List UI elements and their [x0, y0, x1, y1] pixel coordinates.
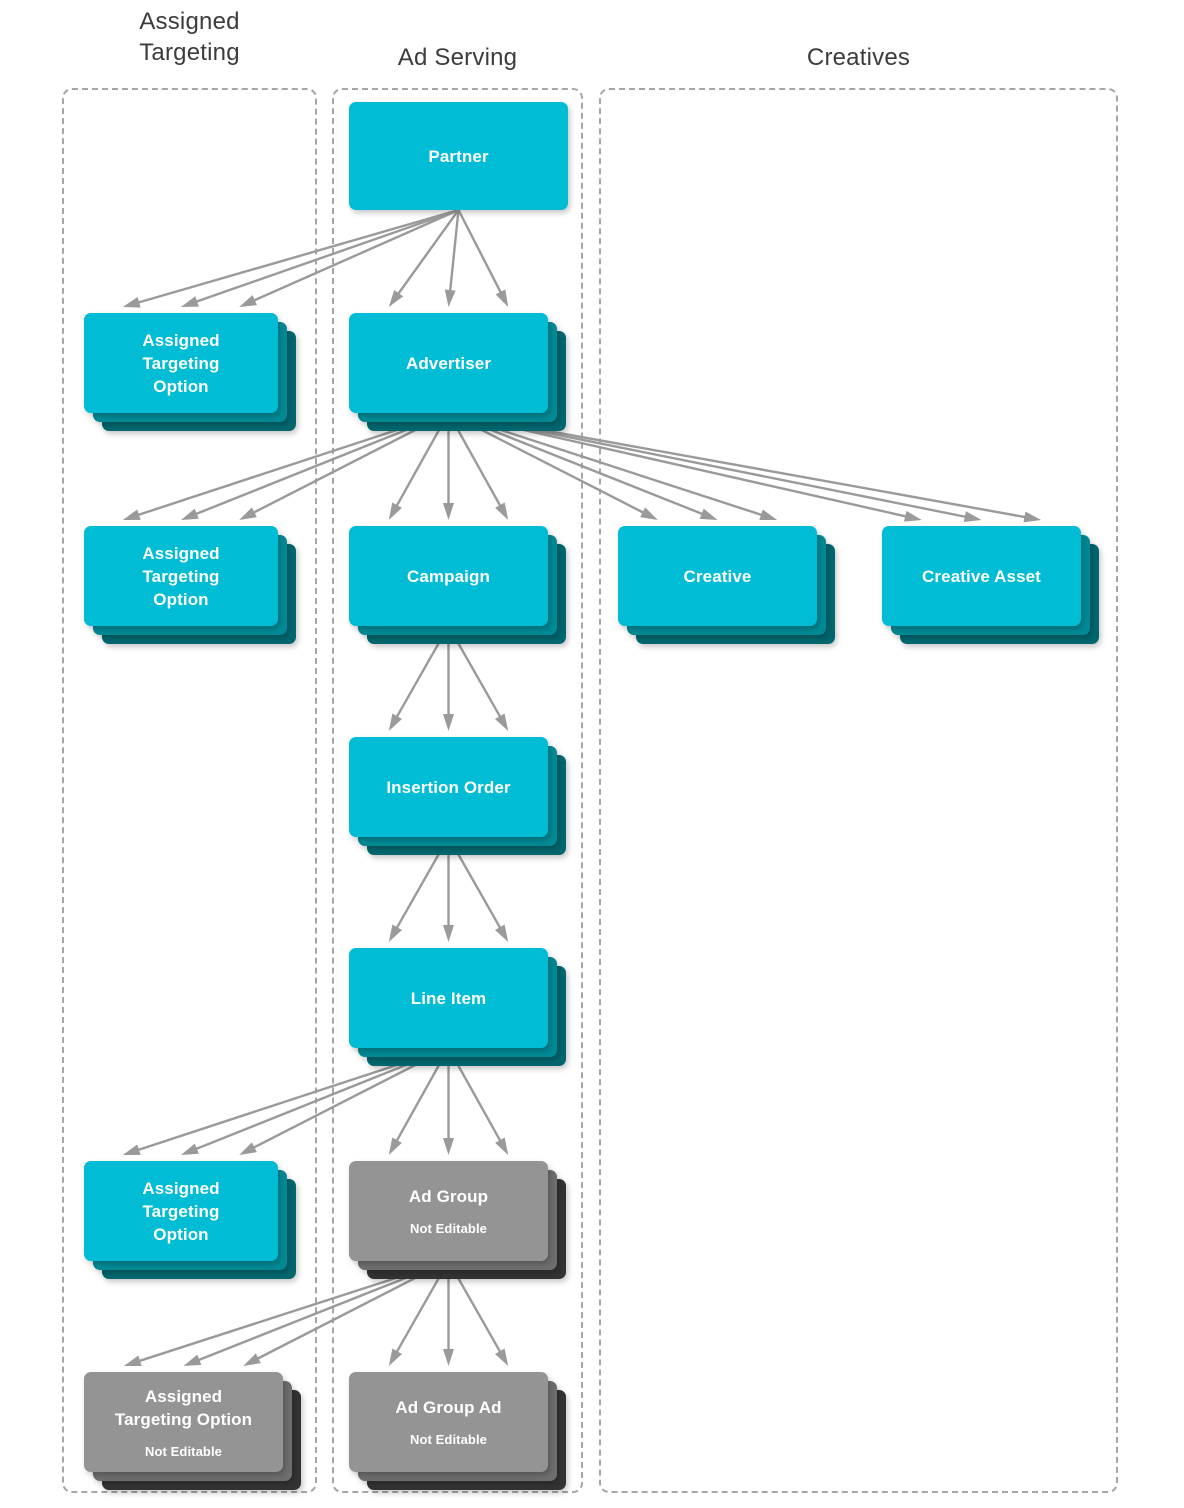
column-header-creatives: Creatives: [806, 44, 911, 71]
edge-arrowhead: [495, 289, 509, 307]
edge-arrowhead: [239, 1142, 257, 1155]
edge-arrowhead: [181, 296, 199, 307]
edge-arrowhead: [388, 502, 402, 520]
edge-arrowhead: [963, 511, 982, 523]
edge-line: [448, 209, 460, 294]
edge-arrowhead: [239, 507, 257, 520]
edge-arrowhead: [640, 507, 658, 520]
edge-line: [395, 209, 460, 297]
node-title: Creative Asset: [922, 566, 1041, 586]
node-campaign[interactable]: Campaign: [349, 526, 566, 644]
node-card-face[interactable]: Creative Asset: [882, 526, 1081, 626]
edge-line: [251, 208, 459, 303]
edge-arrowhead: [388, 924, 402, 942]
edge-arrowhead: [443, 1138, 454, 1155]
node-card-face[interactable]: Advertiser: [349, 313, 548, 413]
node-creative[interactable]: Creative: [618, 526, 835, 644]
edge-arrowhead: [122, 1144, 141, 1155]
node-title: Partner: [428, 146, 489, 166]
edge-arrowhead: [388, 1348, 402, 1366]
edge-arrowhead: [495, 1137, 509, 1155]
node-advertiser[interactable]: Advertiser: [349, 313, 566, 431]
node-card-face[interactable]: Partner: [349, 102, 568, 210]
node-card-face[interactable]: Line Item: [349, 948, 548, 1048]
edge-arrowhead: [444, 289, 456, 307]
edge-arrowhead: [122, 509, 141, 520]
node-title: Advertiser: [405, 353, 492, 373]
edge-partner-to-assigned-targeting-option-partner: [122, 208, 459, 308]
edge-arrowhead: [388, 713, 402, 731]
column-header-ad-serving: Ad Serving: [397, 44, 518, 71]
edge-line: [135, 208, 459, 305]
swimlane-creatives: [599, 88, 1118, 1493]
column-header-assigned-targeting: Assigned Targeting: [139, 8, 240, 66]
node-title: Insertion Order: [386, 777, 511, 797]
node-title: Ad Group Ad: [395, 1398, 502, 1417]
edge-arrowhead: [443, 1349, 454, 1366]
node-creative-asset[interactable]: Creative Asset: [882, 526, 1099, 644]
edge-arrowhead: [123, 1355, 142, 1367]
edge-arrowhead: [122, 296, 141, 308]
node-ad-group-ad[interactable]: Ad Group Ad Not Editable: [349, 1372, 566, 1490]
node-subtitle: Not Editable: [409, 1432, 488, 1447]
node-card-face[interactable]: Campaign: [349, 526, 548, 626]
edge-arrowhead: [181, 508, 199, 520]
node-subtitle: Not Editable: [144, 1443, 223, 1459]
edge-arrowhead: [495, 713, 509, 731]
edge-arrowhead: [239, 295, 257, 307]
node-title: Campaign: [407, 566, 490, 586]
edge-arrowhead: [181, 1143, 199, 1155]
edge-arrowhead: [388, 289, 404, 307]
edge-arrowhead: [699, 508, 718, 520]
node-title: Ad Group: [408, 1187, 489, 1206]
edge-arrowhead: [759, 509, 778, 520]
edge-arrowhead: [1023, 511, 1042, 523]
edge-arrowhead: [443, 925, 454, 942]
edge-arrowhead: [443, 503, 454, 520]
edge-line: [193, 208, 459, 304]
edge-arrowhead: [495, 1348, 509, 1366]
node-card-face[interactable]: Ad Group Ad Not Editable: [349, 1372, 548, 1472]
node-card-face[interactable]: Creative: [618, 526, 817, 626]
swimlane-assigned-targeting: [62, 88, 317, 1493]
node-subtitle: Not Editable: [409, 1221, 488, 1236]
edge-arrowhead: [495, 924, 509, 942]
node-insertion-order[interactable]: Insertion Order: [349, 737, 566, 855]
edge-arrowhead: [443, 714, 454, 731]
edge-partner-to-advertiser: [388, 209, 509, 307]
node-title: Line Item: [410, 988, 487, 1008]
edge-arrowhead: [243, 1353, 261, 1366]
node-title: Creative: [683, 566, 752, 586]
swimlane-ad-serving: [332, 88, 583, 1493]
node-partner[interactable]: Partner: [349, 102, 568, 210]
edge-arrowhead: [388, 1137, 402, 1155]
node-line-item[interactable]: Line Item: [349, 948, 566, 1066]
edge-arrowhead: [495, 502, 509, 520]
edge-arrowhead: [183, 1354, 202, 1366]
edge-arrowhead: [904, 510, 922, 522]
edge-line: [457, 209, 503, 296]
node-card-face[interactable]: Insertion Order: [349, 737, 548, 837]
